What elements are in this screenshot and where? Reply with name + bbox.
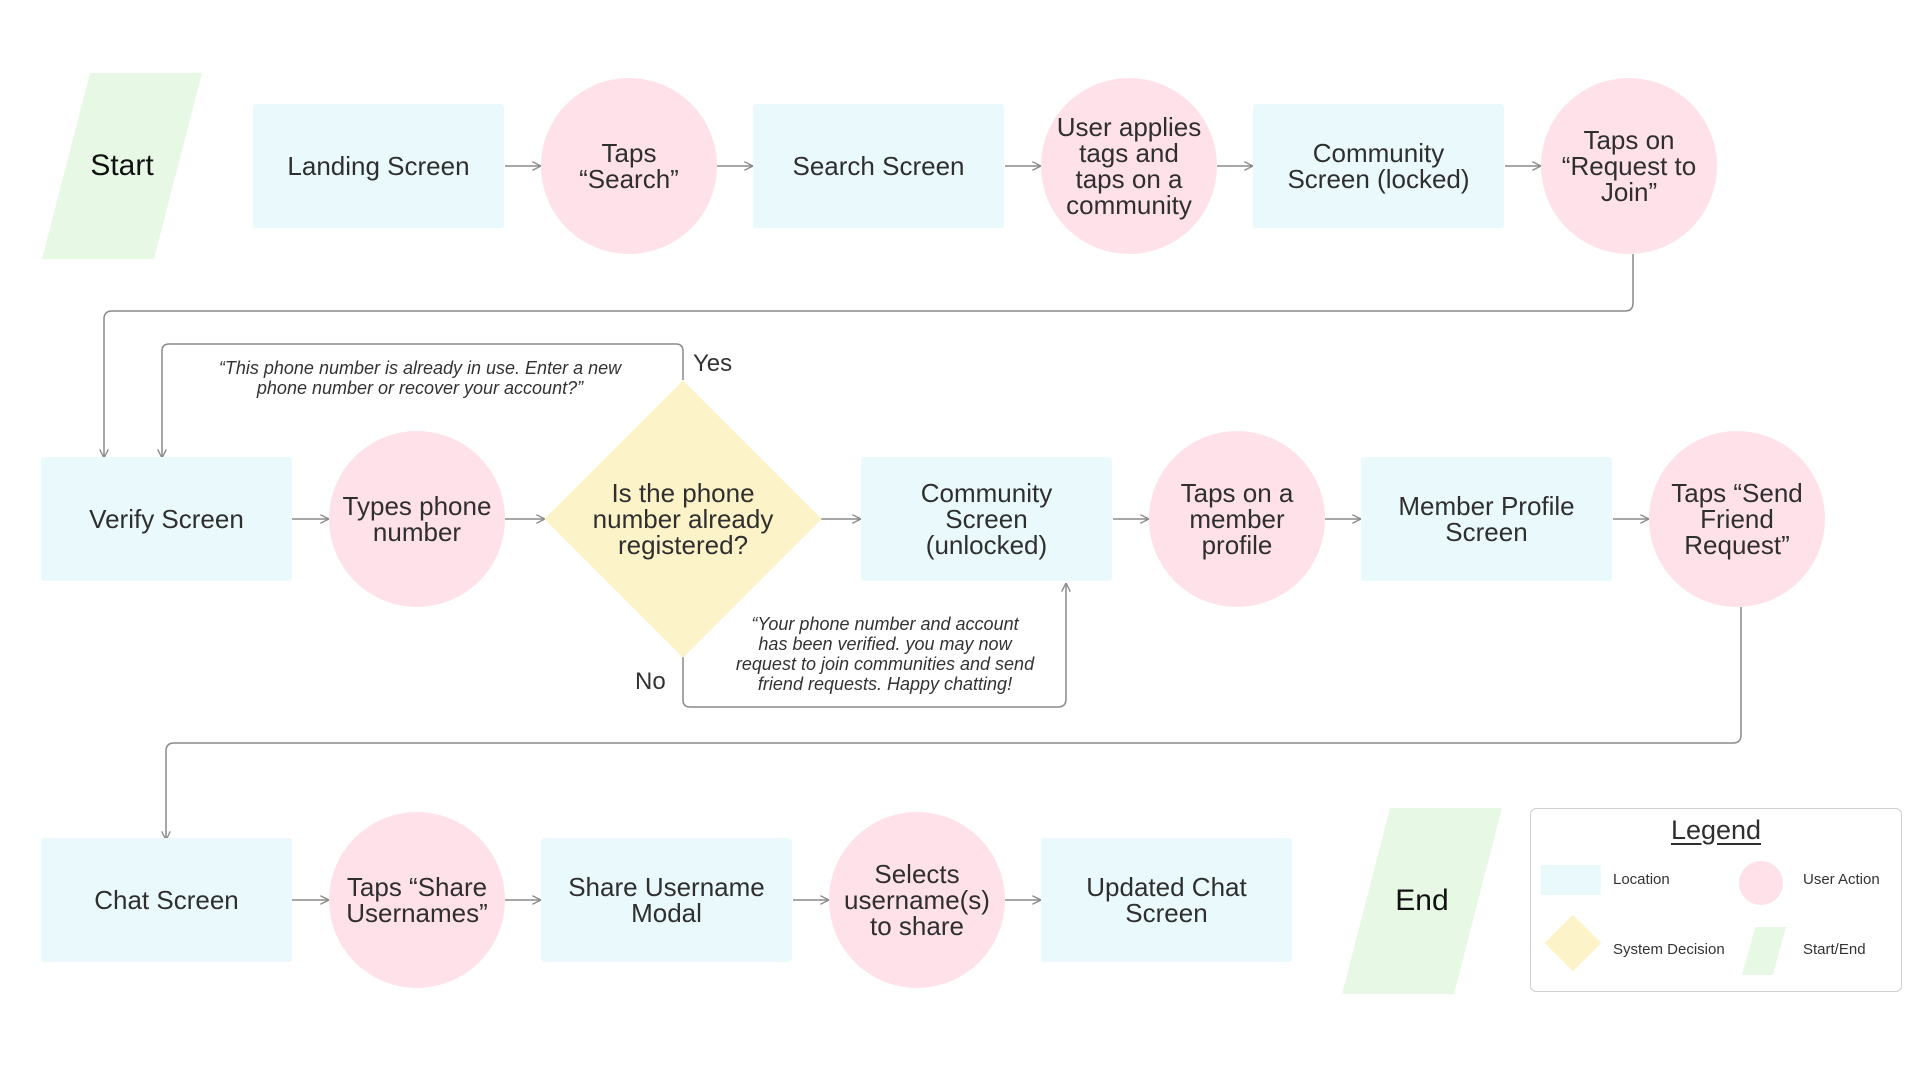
phone-registered-decision: Is the phone number already registered?: [544, 380, 822, 658]
legend-system-decision-swatch: [1544, 914, 1602, 972]
yes-branch-label: Yes: [693, 350, 733, 377]
verify-screen-node: Verify Screen: [41, 457, 292, 581]
member-profile-screen-node: Member Profile Screen: [1361, 457, 1612, 581]
chat-screen-label: Chat Screen: [94, 885, 239, 915]
types-phone-label: Types phone number: [342, 491, 492, 547]
types-phone-node: Types phone number: [329, 431, 505, 607]
landing-screen-node: Landing Screen: [253, 104, 504, 228]
selects-usernames-node: Selects username(s) to share: [829, 812, 1005, 988]
arrow-taps-request-to-verify: [104, 254, 1634, 458]
arrow-taps-send-to-chat: [166, 607, 1742, 840]
community-locked-label: Community Screen (locked): [1287, 138, 1470, 194]
share-username-modal-node: Share Username Modal: [541, 838, 792, 962]
verified-note: “Your phone number and account has been …: [735, 614, 1035, 695]
community-locked-node: Community Screen (locked): [1253, 104, 1504, 228]
member-profile-screen-label: Member Profile Screen: [1398, 491, 1575, 547]
taps-search-node: Taps “Search”: [541, 78, 717, 254]
share-username-modal-label: Share Username Modal: [568, 872, 765, 928]
taps-send-friend-request-node: Taps “Send Friend Request”: [1649, 431, 1825, 607]
legend-title: Legend: [1670, 815, 1762, 845]
legend-user-action-label: User Action: [1803, 871, 1880, 888]
search-screen-label: Search Screen: [792, 151, 965, 181]
search-screen-node: Search Screen: [753, 104, 1004, 228]
legend-location-swatch: [1541, 865, 1601, 895]
selects-usernames-label: Selects username(s) to share: [844, 859, 990, 941]
community-unlocked-node: Community Screen (unlocked): [861, 457, 1112, 581]
user-applies-tags-node: User applies tags and taps on a communit…: [1041, 78, 1217, 254]
community-unlocked-label: Community Screen (unlocked): [920, 478, 1053, 560]
taps-send-friend-request-label: Taps “Send Friend Request”: [1671, 478, 1803, 560]
legend-location-label: Location: [1613, 871, 1670, 888]
no-branch-label: No: [635, 668, 666, 695]
landing-screen-label: Landing Screen: [287, 151, 470, 181]
start-label: Start: [90, 149, 154, 182]
end-label: End: [1395, 884, 1449, 917]
user-applies-tags-label: User applies tags and taps on a communit…: [1056, 112, 1202, 220]
start-node: Start: [42, 73, 202, 259]
phone-registered-label: Is the phone number already registered?: [592, 478, 774, 560]
updated-chat-screen-node: Updated Chat Screen: [1041, 838, 1292, 962]
legend-start-end-label: Start/End: [1803, 941, 1866, 958]
arrow-yes-to-verify: [162, 343, 684, 458]
legend: Legend Location User Action System Decis…: [1530, 808, 1902, 992]
arrow-no-to-community-unlocked: [682, 583, 1066, 708]
taps-share-usernames-node: Taps “Share Usernames”: [329, 812, 505, 988]
taps-member-profile-label: Taps on a member profile: [1180, 478, 1294, 560]
taps-request-join-label: Taps on “Request to Join”: [1561, 125, 1697, 207]
legend-system-decision-label: System Decision: [1613, 941, 1725, 958]
phone-in-use-note: “This phone number is already in use. En…: [218, 358, 622, 399]
legend-user-action-swatch: [1739, 861, 1783, 905]
end-node: End: [1342, 808, 1502, 994]
taps-member-profile-node: Taps on a member profile: [1149, 431, 1325, 607]
verify-screen-label: Verify Screen: [89, 504, 244, 534]
legend-start-end-swatch: [1742, 927, 1786, 975]
taps-share-usernames-label: Taps “Share Usernames”: [346, 872, 488, 928]
taps-search-label: Taps “Search”: [579, 138, 679, 194]
updated-chat-screen-label: Updated Chat Screen: [1086, 872, 1247, 928]
chat-screen-node: Chat Screen: [41, 838, 292, 962]
taps-request-join-node: Taps on “Request to Join”: [1541, 78, 1717, 254]
